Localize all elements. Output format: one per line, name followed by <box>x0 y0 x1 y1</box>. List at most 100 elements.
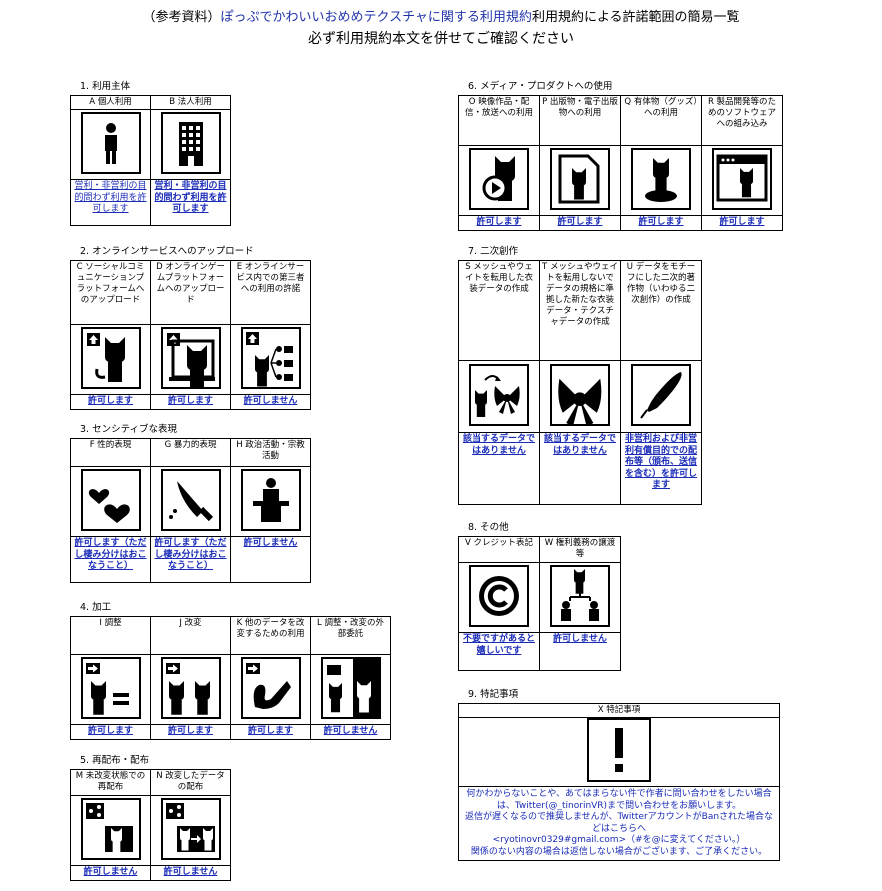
item-label: P 出版物・電子出版物への利用 <box>539 95 621 146</box>
ribbon-new-icon <box>550 363 610 426</box>
status-text: 許可します <box>620 215 702 231</box>
upload-social-icon <box>80 326 141 389</box>
status-text: 許可します <box>230 724 311 740</box>
status-text: 許可しません <box>230 394 311 410</box>
item-label: W 権利義務の譲渡等 <box>539 536 621 563</box>
item-label: A 個人利用 <box>70 95 151 110</box>
software-icon <box>712 147 772 210</box>
section-redistribution: 5. 再配布・配布 M 未改変状態での再配布 N 改変したデータの配布 許可しま… <box>70 752 231 881</box>
permission-table: S メッシュやウェイトを転用した衣装データの作成 T メッシュやウェイトを転用し… <box>458 260 702 505</box>
item-label: U データをモチーフにした二次的著作物（いわゆる二次創作）の作成 <box>620 260 702 361</box>
status-text: 許可しません <box>310 724 391 740</box>
status-text: 営利・非営利の目的問わず利用を許可します <box>150 179 231 226</box>
permission-table: F 性的表現 G 暴力的表現 H 政治活動・宗教活動 許可します（ただし棲み分け… <box>70 438 311 583</box>
section-special-notes: 9. 特記事項 X 特記事項 何かわからないことや、あてはまらない件で作者に問い… <box>458 686 780 861</box>
permission-table: I 調整 J 改変 K 他のデータを改変するための利用 L 調整・改変の外部委託… <box>70 616 391 740</box>
status-text: 許可します <box>70 724 151 740</box>
section-title: 8. その他 <box>468 522 509 533</box>
permission-table: M 未改変状態での再配布 N 改変したデータの配布 許可しません 許可しません <box>70 769 231 881</box>
item-label: B 法人利用 <box>150 95 231 110</box>
item-label: G 暴力的表現 <box>150 438 231 467</box>
exclamation-icon <box>587 718 651 782</box>
status-text: 許可します <box>70 394 151 410</box>
section-title: 9. 特記事項 <box>468 689 519 700</box>
status-text: 許可しません <box>150 865 231 881</box>
section-title: 7. 二次創作 <box>468 246 519 257</box>
section-processing: 4. 加工 I 調整 J 改変 K 他のデータを改変するための利用 L 調整・改… <box>70 599 391 740</box>
section-media-products: 6. メディア・プロダクトへの使用 O 映像作品・配信・放送への利用 P 出版物… <box>458 78 783 231</box>
section-usage-entity: 1. 利用主体 A 個人利用 B 法人利用 営利・非営利の目的問わず利用を許可し… <box>70 78 231 226</box>
permission-table: O 映像作品・配信・放送への利用 P 出版物・電子出版物への利用 Q 有体物（グ… <box>458 95 783 231</box>
modify-icon <box>160 656 221 719</box>
section-title: 6. メディア・プロダクトへの使用 <box>468 81 613 92</box>
section-title: 1. 利用主体 <box>80 81 131 92</box>
status-text: 許可します <box>150 394 231 410</box>
status-text: 該当するデータではありません <box>539 432 621 505</box>
item-label: O 映像作品・配信・放送への利用 <box>458 95 540 146</box>
item-label: D オンラインゲームプラットフォームへのアップロード <box>150 260 231 325</box>
status-text: 許可します（ただし棲み分けはおこなうこと） <box>70 536 151 583</box>
book-icon <box>550 147 610 210</box>
video-icon <box>469 147 529 210</box>
item-label: E オンラインサービス内での第三者への利用の許諾 <box>230 260 311 325</box>
status-text: 許可しません <box>230 536 311 583</box>
title-accent: ぽっぷでかわいいおめめテクスチャに関する利用規約 <box>220 10 532 25</box>
status-text: 該当するデータではありません <box>458 432 540 505</box>
transfer-rights-icon <box>550 564 610 627</box>
notes-text: 何かわからないことや、あてはまらない件で作者に問い合わせをしたい場合は、Twit… <box>459 787 779 860</box>
document-title: （参考資料）ぽっぷでかわいいおめめテクスチャに関する利用規約利用規約による許諾範… <box>0 6 882 25</box>
status-text: 不要ですがあると嬉しいです <box>458 632 540 671</box>
item-label: R 製品開発等のためのソフトウェアへの組み込み <box>701 95 783 146</box>
status-text: 許可しません <box>539 632 621 671</box>
section-sensitive-expression: 3. センシティブな表現 F 性的表現 G 暴力的表現 H 政治活動・宗教活動 … <box>70 421 311 583</box>
note-line: <ryotinovr0329#gmail.com>（#を@に変えてください。） <box>492 835 746 845</box>
section-title: 5. 再配布・配布 <box>80 755 150 766</box>
note-line: 返信が遅くなるので推奨しませんが、TwitterアカウントがBanされた場合など… <box>464 812 774 834</box>
item-label: H 政治活動・宗教活動 <box>230 438 311 467</box>
section-other: 8. その他 V クレジット表記 W 権利義務の譲渡等 不要ですがあると嬉しいで… <box>458 519 621 671</box>
item-label: J 改変 <box>150 616 231 655</box>
building-icon <box>160 111 221 174</box>
item-label: K 他のデータを改変するための利用 <box>230 616 311 655</box>
item-label: M 未改変状態での再配布 <box>70 769 151 796</box>
knife-icon <box>160 468 221 531</box>
section-title: 2. オンラインサービスへのアップロード <box>80 246 254 257</box>
title-prefix: （参考資料） <box>142 10 221 25</box>
status-text: 許可しません <box>70 865 151 881</box>
item-label: C ソーシャルコミュニケーションプラットフォームへのアップロード <box>70 260 151 325</box>
permission-table: A 個人利用 B 法人利用 営利・非営利の目的問わず利用を許可します 営利・非営… <box>70 95 231 226</box>
status-text: 非営利および非営利有償目的での配布等（頒布、送信を含む）を許可します <box>620 432 702 505</box>
item-label: N 改変したデータの配布 <box>150 769 231 796</box>
status-text: 営利・非営利の目的問わず利用を許可します <box>70 179 151 226</box>
item-label: I 調整 <box>70 616 151 655</box>
status-text: 許可します <box>458 215 540 231</box>
note-line: 関係のない内容の場合は返信しない場合がございます、ご了承ください。 <box>470 846 768 857</box>
item-label: F 性的表現 <box>70 438 151 467</box>
item-label: Q 有体物（グッズ）への利用 <box>620 95 702 146</box>
hearts-icon <box>80 468 141 531</box>
section-online-upload: 2. オンラインサービスへのアップロード C ソーシャルコミュニケーションプラッ… <box>70 243 311 410</box>
item-label: L 調整・改変の外部委託 <box>310 616 391 655</box>
section-title: 3. センシティブな表現 <box>80 424 178 435</box>
note-line: 何かわからないことや、あてはまらない件で作者に問い合わせをしたい場合は、Twit… <box>466 789 772 811</box>
status-text: 許可します <box>150 724 231 740</box>
outsource-icon <box>320 656 381 719</box>
copyright-icon <box>469 564 529 627</box>
status-text: 許可します（ただし棲み分けはおこなうこと） <box>150 536 231 583</box>
section-derivative-works: 7. 二次創作 S メッシュやウェイトを転用した衣装データの作成 T メッシュや… <box>458 243 702 505</box>
share-icon <box>80 797 141 860</box>
ribbon-edit-icon <box>240 656 301 719</box>
share-modified-icon <box>160 797 221 860</box>
person-icon <box>80 111 141 174</box>
permission-table: V クレジット表記 W 権利義務の譲渡等 不要ですがあると嬉しいです 許可しませ… <box>458 536 621 671</box>
pen-icon <box>631 363 691 426</box>
ribbon-transfer-icon <box>469 363 529 426</box>
notes-table: X 特記事項 何かわからないことや、あてはまらない件で作者に問い合わせをしたい場… <box>458 703 780 861</box>
title-suffix: 利用規約による許諾範囲の簡易一覧 <box>531 10 740 25</box>
status-text: 許可します <box>539 215 621 231</box>
document-subtitle: 必ず利用規約本文を併せてご確認ください <box>308 31 574 47</box>
item-label: V クレジット表記 <box>458 536 540 563</box>
adjust-icon <box>80 656 141 719</box>
upload-game-icon <box>160 326 221 389</box>
podium-icon <box>240 468 301 531</box>
